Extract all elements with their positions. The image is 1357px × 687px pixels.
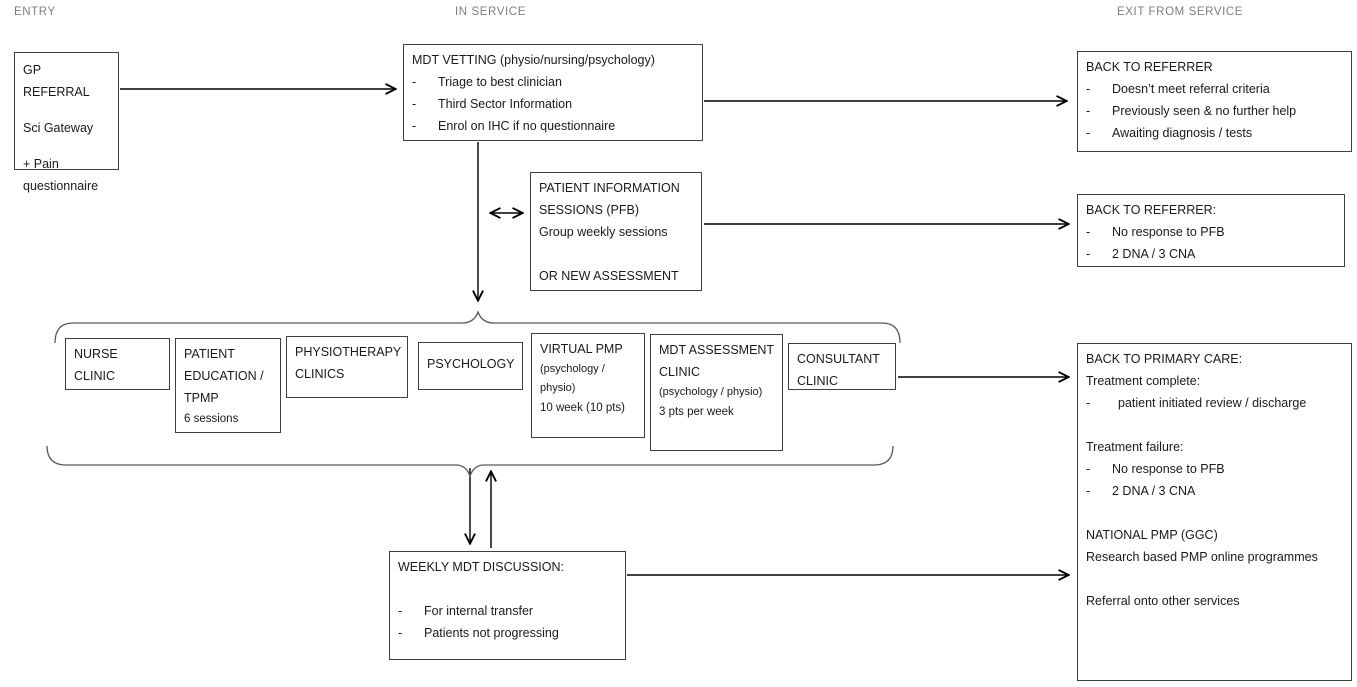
box-psychology: PSYCHOLOGY: [418, 342, 523, 390]
box-gp-referral: GP REFERRAL Sci Gateway + Pain questionn…: [14, 52, 119, 193]
patient-information-footer: OR NEW ASSESSMENT: [539, 269, 679, 283]
box-nurse-clinic: NURSE CLINIC: [65, 338, 170, 390]
list-item: - 2 DNA / 3 CNA: [1086, 480, 1343, 502]
box-physiotherapy-clinics: PHYSIOTHERAPY CLINICS: [286, 336, 408, 398]
box-mdt-assessment-clinic: MDT ASSESSMENT CLINIC (psychology / phys…: [650, 334, 783, 451]
list-item: - 2 DNA / 3 CNA: [1086, 243, 1336, 265]
list-item: - Previously seen & no further help: [1086, 100, 1343, 122]
back-to-primary-care-title: BACK TO PRIMARY CARE:: [1086, 352, 1243, 366]
bullet-dash: -: [1086, 484, 1091, 498]
mdt-vetting-title: MDT VETTING (physio/nursing/psychology): [412, 53, 655, 67]
box-virtual-pmp: VIRTUAL PMP (psychology / physio) 10 wee…: [531, 333, 645, 438]
bullet-dash: -: [1086, 247, 1091, 261]
list-item: - Doesn’t meet referral criteria: [1086, 78, 1343, 100]
bullet-dash: -: [412, 119, 417, 133]
bullet-text: Third Sector Information: [438, 97, 573, 111]
list-item: - Triage to best clinician: [412, 71, 694, 93]
nurse-clinic-title: NURSE CLINIC: [74, 347, 118, 383]
list-item: - Enrol on IHC if no questionnaire: [412, 115, 694, 137]
bullet-text: Previously seen & no further help: [1112, 104, 1297, 118]
mdt-assessment-detail: 3 pts per week: [659, 406, 734, 418]
bullet-dash: -: [1086, 396, 1091, 410]
list-item: - No response to PFB: [1086, 221, 1336, 243]
bullet-text: Awaiting diagnosis / tests: [1112, 126, 1253, 140]
bullet-dash: -: [1086, 126, 1091, 140]
treatment-failure-heading: Treatment failure:: [1086, 440, 1184, 454]
bullet-text: No response to PFB: [1112, 225, 1225, 239]
bullet-dash: -: [1086, 225, 1091, 239]
bullet-text: Triage to best clinician: [438, 75, 562, 89]
list-item: - For internal transfer: [398, 600, 617, 622]
box-consultant-clinic: CONSULTANT CLINIC: [788, 343, 896, 390]
list-item: - patient initiated review / discharge: [1086, 392, 1343, 414]
bullet-text: 2 DNA / 3 CNA: [1112, 247, 1196, 261]
patient-education-title: PATIENT EDUCATION / TPMP: [184, 347, 264, 405]
lane-label-in-service: IN SERVICE: [455, 6, 526, 18]
lane-label-entry: ENTRY: [14, 6, 56, 18]
box-back-to-primary-care: BACK TO PRIMARY CARE: Treatment complete…: [1077, 343, 1352, 681]
bullet-text: No response to PFB: [1112, 462, 1225, 476]
patient-education-detail: 6 sessions: [184, 413, 239, 425]
virtual-pmp-detail: 10 week (10 pts): [540, 402, 626, 414]
national-pmp-heading: NATIONAL PMP (GGC): [1086, 528, 1218, 542]
bullet-text: patient initiated review / discharge: [1118, 396, 1307, 410]
list-item: - Third Sector Information: [412, 93, 694, 115]
bullet-dash: -: [398, 626, 403, 640]
list-item: - Patients not progressing: [398, 622, 617, 644]
weekly-mdt-title: WEEKLY MDT DISCUSSION:: [398, 560, 565, 574]
bullet-dash: -: [1086, 82, 1091, 96]
box-weekly-mdt-discussion: WEEKLY MDT DISCUSSION: - For internal tr…: [389, 551, 626, 660]
virtual-pmp-title: VIRTUAL PMP: [540, 342, 623, 356]
psychology-title: PSYCHOLOGY: [427, 357, 515, 371]
bullet-text: Patients not progressing: [424, 626, 559, 640]
list-item: - No response to PFB: [1086, 458, 1343, 480]
box-back-to-referrer-vetting: BACK TO REFERRER - Doesn’t meet referral…: [1077, 51, 1352, 152]
box-back-to-referrer-pfb: BACK TO REFERRER: - No response to PFB -…: [1077, 194, 1345, 267]
list-item: - Awaiting diagnosis / tests: [1086, 122, 1343, 144]
patient-information-title: PATIENT INFORMATION SESSIONS (PFB): [539, 181, 680, 217]
bullet-dash: -: [412, 97, 417, 111]
lane-label-exit-from-service: EXIT FROM SERVICE: [1117, 6, 1244, 18]
consultant-clinic-title: CONSULTANT CLINIC: [797, 352, 880, 388]
bullet-text: For internal transfer: [424, 604, 534, 618]
physiotherapy-clinics-title: PHYSIOTHERAPY CLINICS: [295, 345, 402, 381]
referral-other-services-text: Referral onto other services: [1086, 594, 1240, 608]
bullet-text: Enrol on IHC if no questionnaire: [438, 119, 616, 133]
gp-referral-questionnaire: + Pain questionnaire: [23, 157, 99, 193]
treatment-complete-heading: Treatment complete:: [1086, 374, 1201, 388]
mdt-assessment-subtitle: (psychology / physio): [659, 386, 763, 398]
national-pmp-text: Research based PMP online programmes: [1086, 550, 1318, 564]
back-to-referrer-title: BACK TO REFERRER: [1086, 60, 1213, 74]
back-to-referrer-pfb-title: BACK TO REFERRER:: [1086, 203, 1217, 217]
bullet-text: Doesn’t meet referral criteria: [1112, 82, 1270, 96]
bullet-text: 2 DNA / 3 CNA: [1112, 484, 1196, 498]
virtual-pmp-subtitle: (psychology / physio): [540, 363, 605, 394]
bullet-dash: -: [1086, 462, 1091, 476]
bullet-dash: -: [1086, 104, 1091, 118]
bullet-dash: -: [398, 604, 403, 618]
box-patient-education: PATIENT EDUCATION / TPMP 6 sessions: [175, 338, 281, 433]
bullet-dash: -: [412, 75, 417, 89]
patient-information-subtitle: Group weekly sessions: [539, 225, 668, 239]
gp-referral-gateway: Sci Gateway: [23, 121, 94, 135]
box-patient-information-sessions: PATIENT INFORMATION SESSIONS (PFB) Group…: [530, 172, 702, 291]
box-mdt-vetting: MDT VETTING (physio/nursing/psychology) …: [403, 44, 703, 141]
gp-referral-title: GP REFERRAL: [23, 63, 90, 99]
mdt-assessment-title: MDT ASSESSMENT CLINIC: [659, 343, 774, 379]
